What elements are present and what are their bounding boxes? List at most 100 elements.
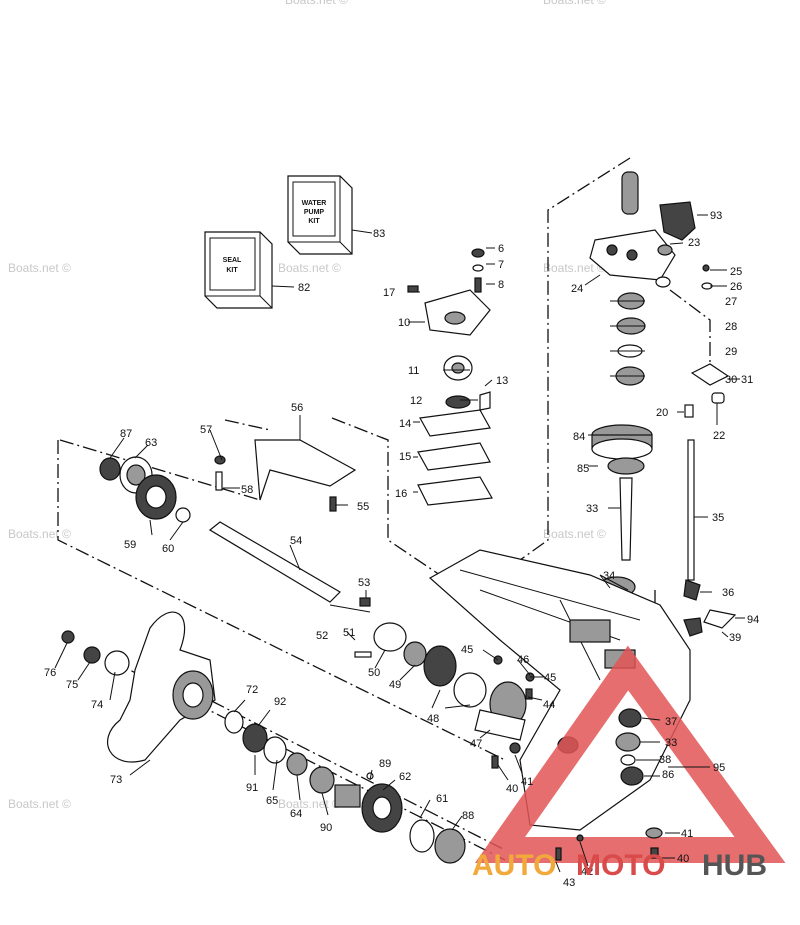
water-pump-kit-box: WATER PUMP KIT: [287, 175, 353, 255]
callout-label: 73: [110, 774, 122, 786]
callout-label: 34: [603, 570, 615, 582]
callout-label: 42: [581, 866, 593, 878]
watermark-2: Boats.net ©: [543, 261, 606, 275]
callout-label: 90: [320, 822, 332, 834]
callout-label: 62: [399, 771, 411, 783]
callout-label: 7: [498, 259, 504, 271]
callout-label: 25: [730, 266, 742, 278]
callout-label: 38: [659, 754, 671, 766]
callout-label: 13: [496, 375, 508, 387]
callout-label: 41: [521, 776, 533, 788]
callout-label: 92: [274, 696, 286, 708]
callout-label: 12: [410, 395, 422, 407]
callout-label: 36: [722, 587, 734, 599]
callout-label: 17: [383, 287, 395, 299]
callout-label: 26: [730, 281, 742, 293]
callout-label: 40: [506, 783, 518, 795]
watermark-4: Boats.net ©: [543, 527, 606, 541]
callout-label: 20: [656, 407, 668, 419]
callout-label: 55: [357, 501, 369, 513]
callout-label: 15: [399, 451, 411, 463]
callout-label: 95: [713, 762, 725, 774]
callout-label: 53: [358, 577, 370, 589]
callout-label: 31: [741, 374, 753, 386]
brand-hub: HUB: [702, 849, 767, 882]
watermark-8: Boats.net ©: [278, 797, 341, 811]
callout-label: 74: [91, 699, 103, 711]
callout-label: 22: [713, 430, 725, 442]
automotohub-brand-text: AUTO MOTO HUB: [472, 849, 767, 882]
callout-label: 83: [373, 228, 385, 240]
callout-label: 58: [241, 484, 253, 496]
watermark-9: Boats.net ©: [285, 0, 348, 7]
callout-label: 85: [577, 463, 589, 475]
brand-auto: AUTO: [472, 849, 556, 882]
callout-label: 84: [573, 431, 585, 443]
brand-moto: MOTO: [576, 849, 665, 882]
watermark-5: Boats.net ©: [8, 797, 71, 811]
cover-parts: [555, 708, 663, 861]
callout-label: 24: [571, 283, 583, 295]
callout-label: 91: [246, 782, 258, 794]
watermark-7: Boats.net ©: [278, 261, 341, 275]
callout-label: 64: [290, 808, 302, 820]
callout-label: 14: [399, 418, 411, 430]
automotohub-triangle-logo: [474, 645, 786, 863]
callout-label: 63: [145, 437, 157, 449]
callout-label: 49: [389, 679, 401, 691]
callout-label: 82: [298, 282, 310, 294]
leader-lines: [54, 214, 745, 873]
seal-kit-box: SEAL KIT: [204, 231, 273, 309]
callout-label: 29: [725, 346, 737, 358]
callout-label: 93: [710, 210, 722, 222]
callout-label: 57: [200, 424, 212, 436]
callout-label: 40: [677, 853, 689, 865]
callout-label: 35: [712, 512, 724, 524]
callout-label: 59: [124, 539, 136, 551]
callout-label: 44: [543, 699, 555, 711]
propeller-parts: [61, 611, 466, 864]
callout-label: 48: [427, 713, 439, 725]
callout-label: 39: [729, 632, 741, 644]
callout-label: 65: [266, 795, 278, 807]
callout-label: 50: [368, 667, 380, 679]
driveshaft-parts: [591, 424, 737, 637]
callout-label: 72: [246, 684, 258, 696]
callout-label: 51: [343, 627, 355, 639]
water-pump-parts: [407, 248, 493, 506]
watermark-3: Boats.net ©: [8, 527, 71, 541]
callout-label: 27: [725, 296, 737, 308]
callout-label: 54: [290, 535, 302, 547]
callout-label: 41: [681, 828, 693, 840]
callout-label: 88: [462, 810, 474, 822]
callout-label: 61: [436, 793, 448, 805]
callout-label: 23: [688, 237, 700, 249]
water-pump-kit-line-2: PUMP: [304, 209, 325, 216]
callout-label: 10: [398, 317, 410, 329]
callout-label: 11: [408, 365, 419, 377]
callout-label: 37: [665, 716, 677, 728]
water-pump-kit-line-1: WATER: [302, 200, 327, 207]
callout-label: 45: [544, 672, 556, 684]
water-pump-kit-line-3: KIT: [308, 218, 320, 225]
callout-label: 75: [66, 679, 78, 691]
callout-label: 30: [725, 374, 737, 386]
callout-label: 16: [395, 488, 407, 500]
callout-label: 33: [665, 737, 677, 749]
watermark-10: Boats.net ©: [543, 0, 606, 7]
prop-shaft-parts: [99, 439, 535, 741]
callout-label: 86: [662, 769, 674, 781]
seal-kit-line-2: KIT: [226, 267, 238, 274]
watermarks: Boats.net © Boats.net © Boats.net © Boat…: [8, 0, 606, 811]
callout-label: 8: [498, 279, 504, 291]
callout-label: 60: [162, 543, 174, 555]
callout-label: 94: [747, 614, 759, 626]
callout-label: 52: [316, 630, 328, 642]
callout-label: 28: [725, 321, 737, 333]
callout-label: 33: [586, 503, 598, 515]
callout-label: 87: [120, 428, 132, 440]
callout-label: 76: [44, 667, 56, 679]
